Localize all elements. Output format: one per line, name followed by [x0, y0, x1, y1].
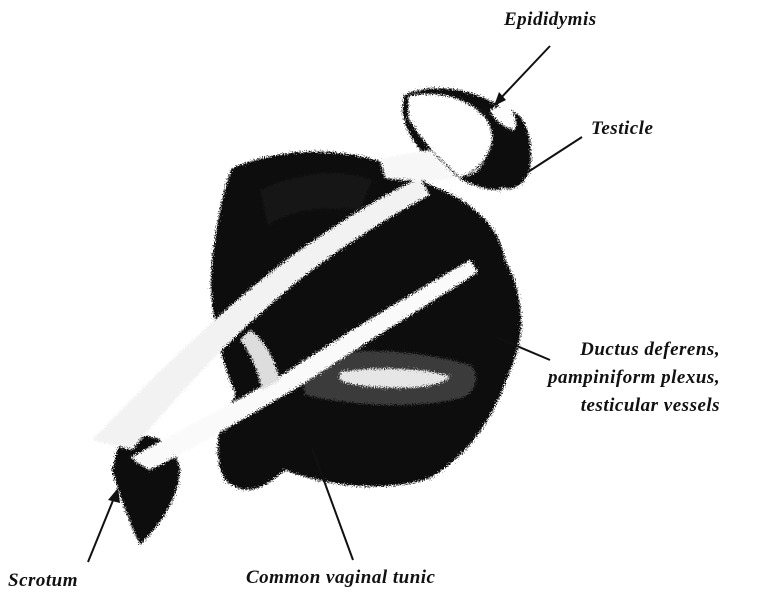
epididymis-leader	[498, 46, 550, 101]
label-scrotum: Scrotum	[8, 570, 78, 592]
label-ductus-deferens: Ductus deferens, pampiniform plexus, tes…	[548, 336, 720, 420]
scrotum-leader	[88, 498, 114, 562]
label-epididymis: Epididymis	[504, 9, 597, 31]
label-common-vaginal-tunic: Common vaginal tunic	[246, 567, 435, 589]
testicle-leader	[528, 137, 582, 172]
scrotum-arrowhead	[108, 488, 120, 503]
label-testicle: Testicle	[591, 118, 653, 140]
